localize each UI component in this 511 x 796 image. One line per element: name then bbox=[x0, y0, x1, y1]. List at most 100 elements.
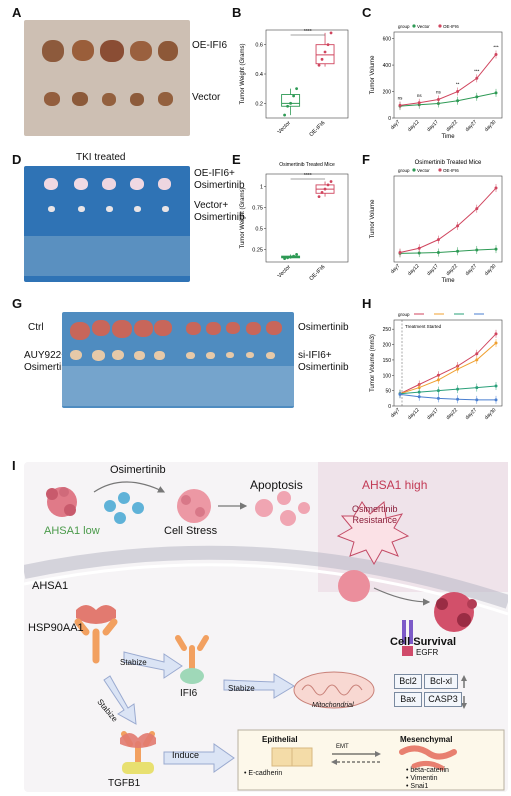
tumor bbox=[186, 352, 195, 359]
tumor bbox=[100, 40, 124, 62]
label-cell-survival: Cell Survival bbox=[390, 636, 457, 648]
tumor bbox=[158, 92, 173, 106]
series-line bbox=[399, 92, 497, 107]
tumor bbox=[102, 93, 116, 106]
data-point bbox=[329, 31, 333, 35]
significance-label: ns bbox=[417, 93, 423, 98]
tumor bbox=[70, 350, 82, 360]
label-ahsa1: AHSA1 bbox=[32, 580, 69, 592]
label-auy922: AUY922+ Osimertinib bbox=[24, 350, 75, 374]
panel-letter-i: I bbox=[12, 458, 16, 473]
series-line bbox=[399, 248, 497, 254]
y-tick-label: 250 bbox=[383, 327, 392, 333]
data-point bbox=[283, 113, 286, 117]
tumor bbox=[92, 320, 110, 336]
x-tick-label: Vector bbox=[277, 264, 292, 279]
label-ifi6: IFI6 bbox=[180, 688, 198, 699]
y-tick-label: 0.5 bbox=[255, 226, 263, 232]
legend-title: group bbox=[398, 24, 410, 29]
tumor bbox=[42, 40, 64, 62]
label-resistance: Osimertinib Resistance bbox=[352, 504, 398, 526]
data-point bbox=[289, 255, 292, 259]
series-line bbox=[399, 333, 497, 395]
data-point bbox=[295, 87, 298, 91]
data-point bbox=[317, 63, 321, 67]
y-tick-label: 600 bbox=[383, 37, 392, 43]
y-tick-label: 0.25 bbox=[252, 247, 263, 253]
label-induce: Induce bbox=[172, 750, 200, 760]
tumor bbox=[246, 322, 261, 335]
x-tick-label: day17 bbox=[426, 119, 440, 133]
x-axis-label: Time bbox=[441, 278, 455, 284]
panel-letter-b: B bbox=[232, 5, 242, 20]
y-axis-label: Tumor Weight (Grams) bbox=[240, 43, 246, 104]
chart-title: Osimertinib Treated Mice bbox=[279, 162, 335, 168]
ruler bbox=[62, 366, 294, 406]
tumor bbox=[102, 178, 116, 190]
tumor bbox=[266, 352, 275, 359]
y-axis-label: Tumor Weight (Grams) bbox=[240, 187, 246, 248]
x-tick-label: day27 bbox=[464, 263, 478, 277]
plot-area bbox=[393, 175, 503, 263]
tumor bbox=[154, 320, 172, 336]
label-line: Osimertinib bbox=[352, 504, 398, 514]
label-casp3: CASP3 bbox=[424, 692, 462, 707]
tumor bbox=[72, 40, 94, 61]
data-point bbox=[323, 187, 327, 191]
tumor bbox=[226, 322, 240, 334]
data-point bbox=[292, 254, 295, 258]
chart-title: Osimertinib Treated Mice bbox=[415, 160, 482, 166]
label-cell-stress: Cell Stress bbox=[164, 525, 218, 537]
panel-letter-g: G bbox=[12, 296, 23, 311]
legend-title: group bbox=[398, 312, 410, 317]
y-tick-label: 0.75 bbox=[252, 206, 263, 212]
y-tick-label: 400 bbox=[383, 63, 392, 69]
legend-label: Vector bbox=[417, 24, 430, 29]
tumor bbox=[130, 93, 144, 106]
tumor bbox=[162, 206, 169, 212]
label-emt-markers: • beta-catenin • Vimentin • Snai1 bbox=[406, 767, 449, 791]
panel-letter-e: E bbox=[232, 152, 241, 167]
significance-label: ** bbox=[456, 82, 460, 87]
data-point bbox=[292, 94, 295, 98]
tumor bbox=[106, 206, 113, 212]
x-tick-label: day12 bbox=[407, 263, 421, 277]
significance-label: **** bbox=[304, 29, 312, 35]
label-bax: Bax bbox=[394, 692, 422, 707]
tumor bbox=[92, 350, 105, 361]
x-tick-label: day22 bbox=[445, 263, 459, 277]
label-line: OE-IFI6+ bbox=[194, 168, 235, 179]
tumor bbox=[158, 41, 178, 61]
panel-letter-c: C bbox=[362, 5, 372, 20]
diagram-graphics bbox=[24, 481, 508, 791]
x-tick-label: day12 bbox=[407, 407, 421, 421]
label-oe-osimertinib: OE-IFI6+ Osimertinib bbox=[194, 168, 245, 192]
x-tick-label: day17 bbox=[426, 407, 440, 421]
data-point bbox=[329, 180, 333, 183]
y-tick-label: 0 bbox=[388, 404, 391, 410]
x-tick-label: day30 bbox=[484, 263, 498, 277]
x-tick-label: day7 bbox=[390, 407, 402, 419]
y-tick-label: 0.4 bbox=[255, 72, 263, 78]
y-tick-label: 50 bbox=[385, 389, 391, 395]
label-line: Resistance bbox=[352, 515, 398, 525]
y-axis-label: Tumor Volume bbox=[370, 55, 376, 94]
tumor bbox=[70, 322, 90, 340]
tumor bbox=[44, 178, 58, 190]
label-stabilize-1: Stabize bbox=[120, 658, 147, 667]
tumor bbox=[186, 322, 201, 335]
label-osimertinib-g: Osimertinib bbox=[298, 322, 349, 333]
legend-label: OE-IFI6 bbox=[443, 168, 459, 173]
label-mesenchymal: Mesenchymal bbox=[400, 735, 453, 744]
tumor bbox=[48, 206, 55, 212]
label-bcl2: Bcl2 bbox=[394, 674, 422, 689]
plot-area bbox=[265, 173, 349, 263]
tumor bbox=[266, 321, 282, 335]
label-oe-ifi6: OE-IFI6 bbox=[192, 40, 228, 51]
tumor bbox=[44, 92, 60, 106]
y-tick-label: 100 bbox=[383, 373, 392, 379]
chart-e: Osimertinib Treated Mice0.250.50.751Tumo… bbox=[240, 162, 349, 282]
ruler bbox=[24, 236, 190, 276]
